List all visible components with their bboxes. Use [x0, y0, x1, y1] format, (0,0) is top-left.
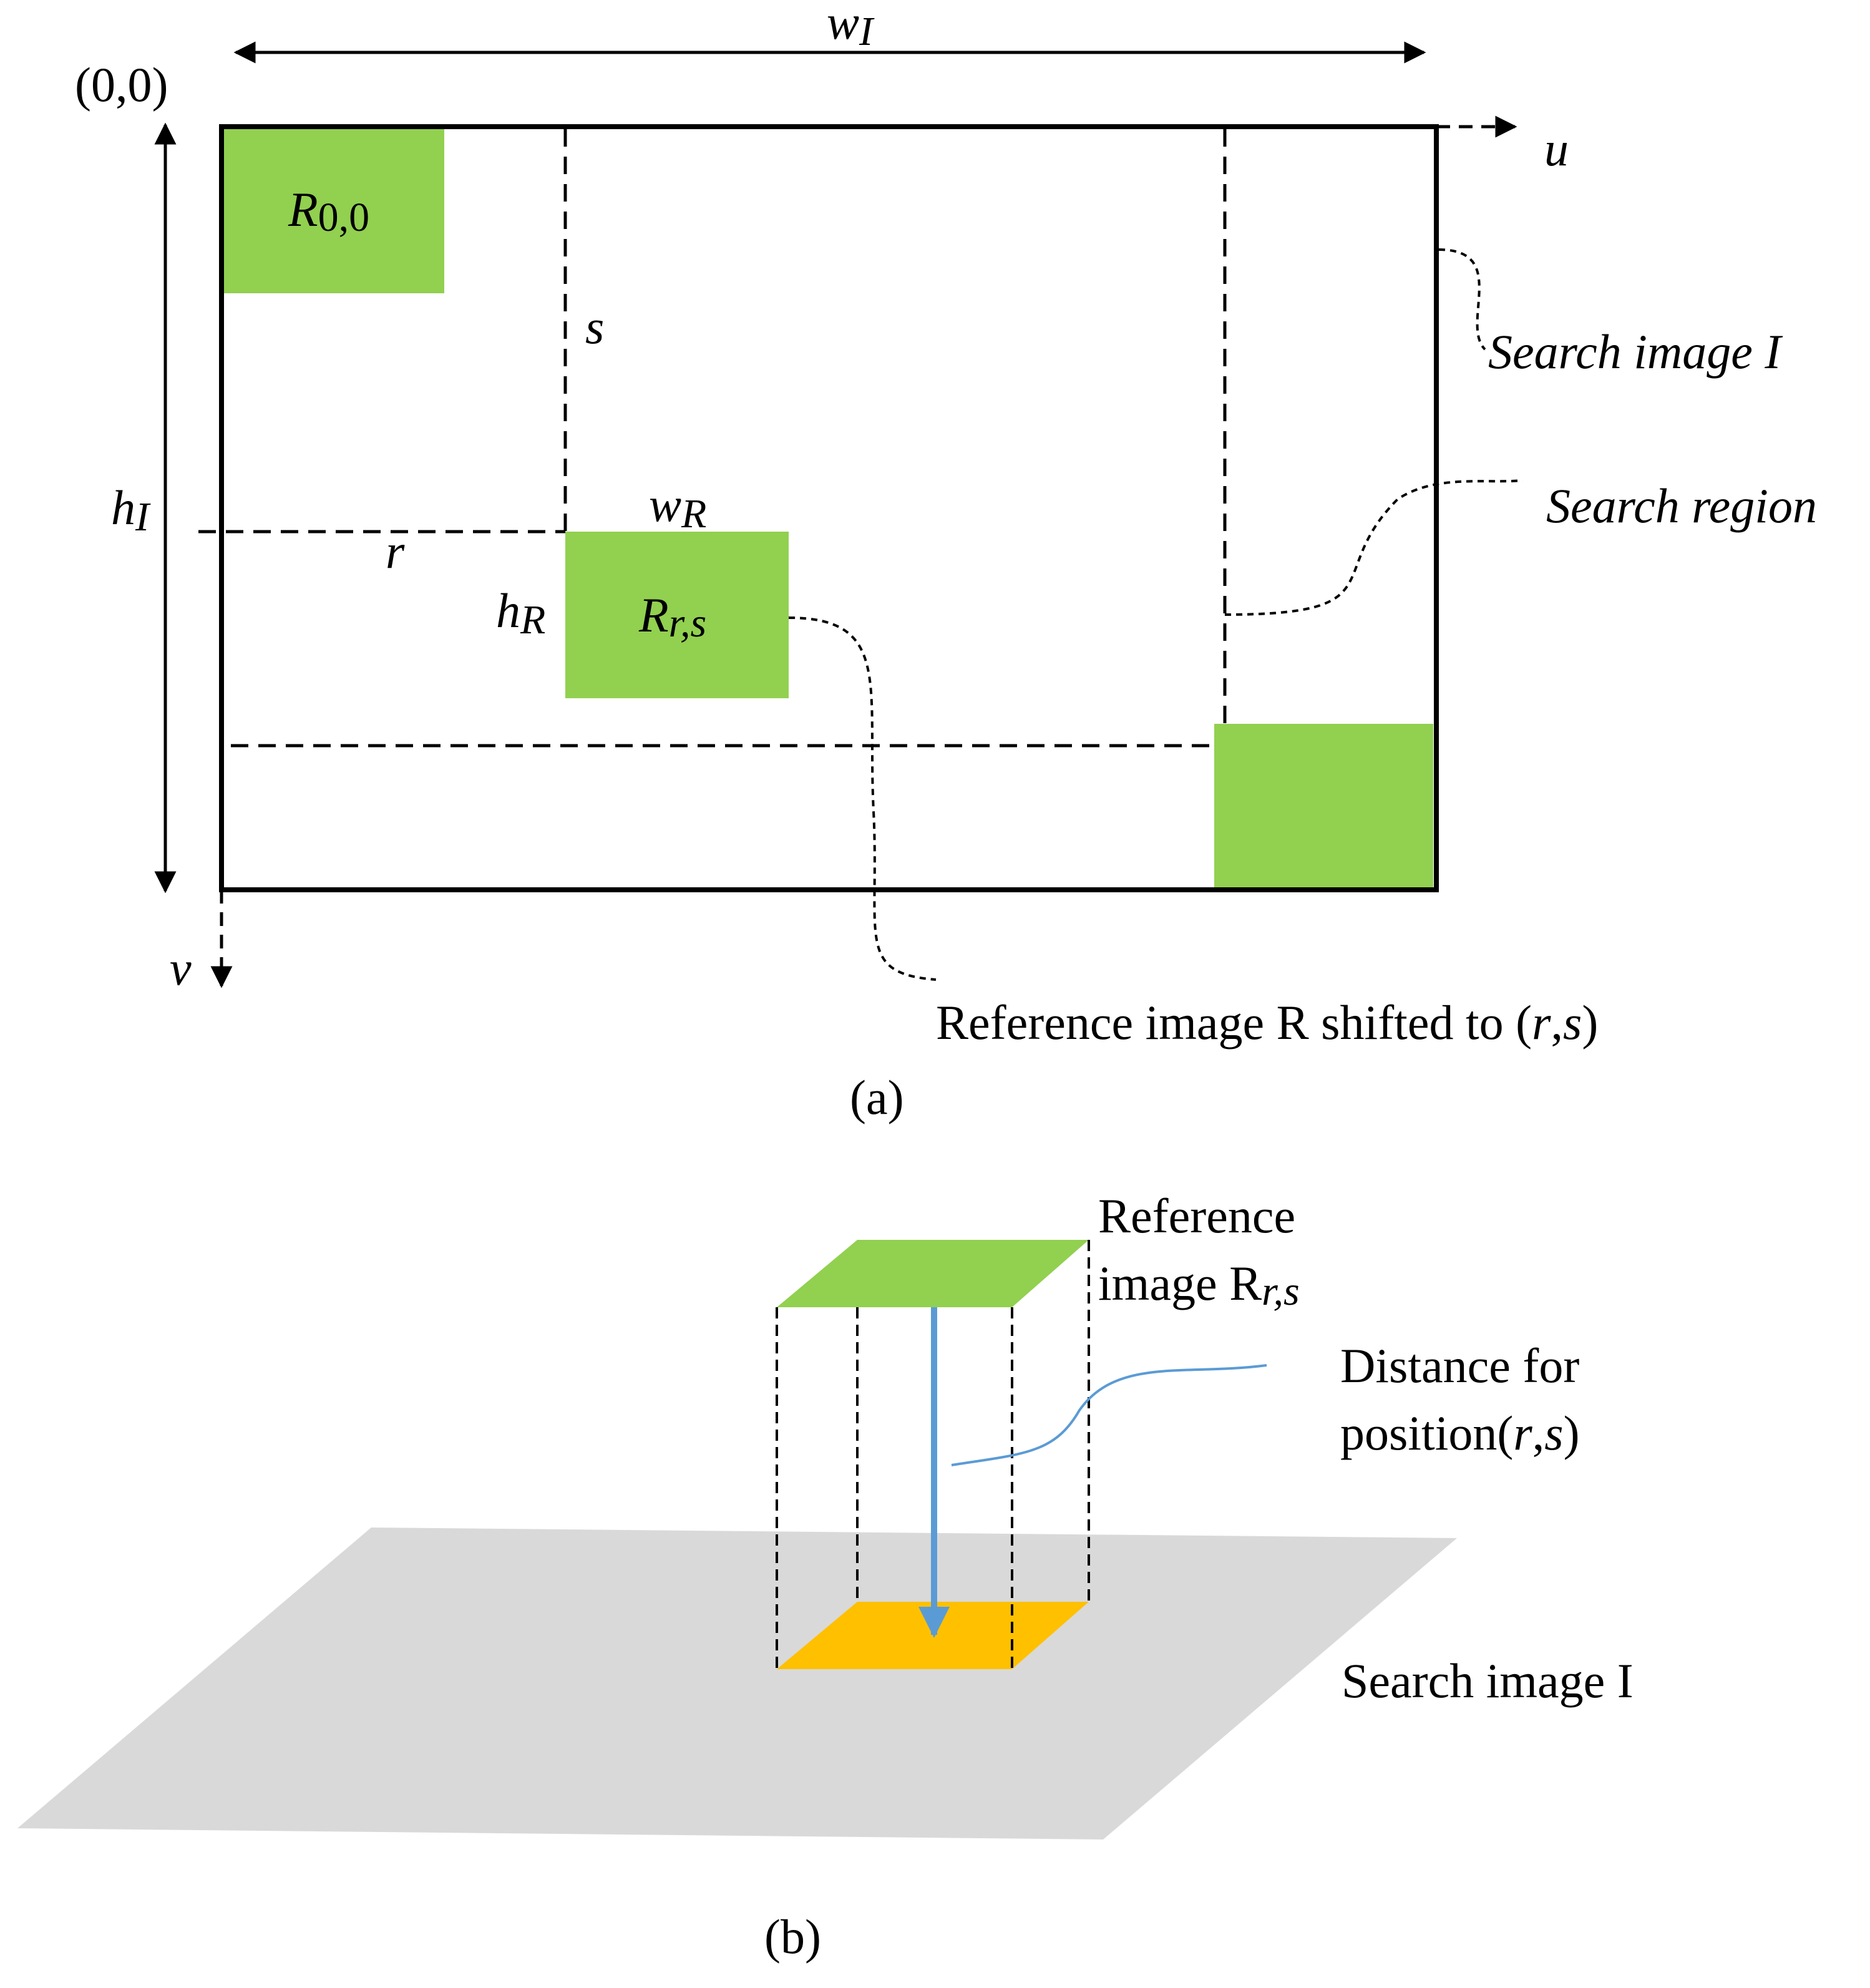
search-image-callout: Search image I [1488, 324, 1783, 379]
v-axis-label: v [170, 941, 192, 995]
distance-leader [951, 1364, 1267, 1466]
distance-label: Distance for position(r,s) [1340, 1338, 1592, 1460]
origin-label: (0,0) [75, 57, 168, 112]
panel-b-caption: (b) [764, 1909, 821, 1964]
shift-r-label: r [386, 524, 405, 578]
patch-shifted-label: Rr,s [638, 588, 706, 646]
panel-a: wI (0,0) hI R0,0 Rr,s s r wR [75, 0, 1817, 1124]
reference-patch-shifted [565, 532, 789, 698]
reference-patch-origin [222, 127, 444, 293]
search-region-leader [1224, 479, 1523, 616]
reference-label: Reference image Rr,s [1098, 1189, 1308, 1314]
ref-width-label: wR [649, 477, 706, 537]
reference-patch-3d [777, 1240, 1089, 1307]
search-image-plane [17, 1528, 1457, 1839]
search-image-label: Search image I [1342, 1654, 1634, 1708]
shift-s-label: s [585, 300, 604, 354]
reference-shift-leader [788, 616, 937, 981]
panel-b: Reference image Rr,s Distance for positi… [17, 1189, 1634, 1964]
ref-height-label: hR [496, 583, 545, 643]
reference-shift-callout: Reference image R shifted to (r,s) [936, 995, 1598, 1050]
reference-patch-last [1214, 724, 1433, 890]
height-label: hI [111, 480, 151, 540]
width-label: wI [827, 0, 875, 54]
panel-a-caption: (a) [850, 1070, 904, 1124]
patch-origin-label: R0,0 [288, 182, 369, 240]
search-region-callout: Search region [1546, 479, 1817, 533]
search-image-frame [219, 124, 1439, 892]
u-axis-label: u [1544, 122, 1569, 176]
search-image-leader [1438, 248, 1486, 351]
